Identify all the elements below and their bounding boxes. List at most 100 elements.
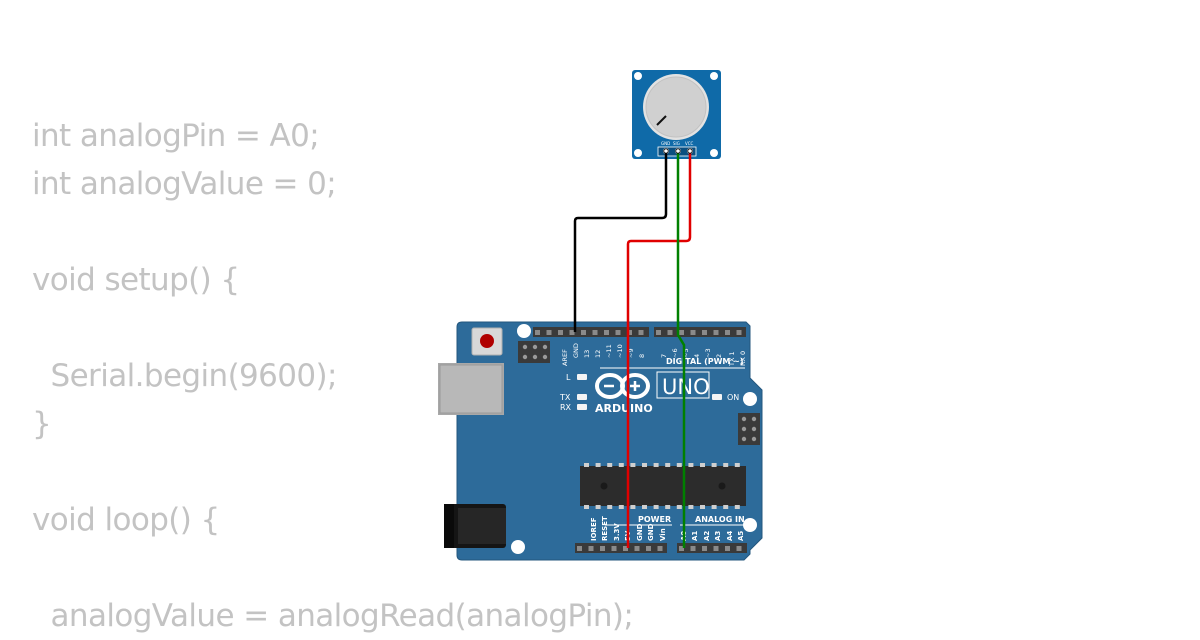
code-line: analogValue = analogRead(analogPin);: [32, 598, 634, 634]
pin-label: 7: [660, 354, 668, 358]
header-pin[interactable]: [679, 330, 684, 335]
header-pin[interactable]: [581, 330, 586, 335]
pin-label: IOREF: [590, 517, 598, 541]
header-pin[interactable]: [623, 546, 628, 551]
chip-leg: [723, 505, 729, 509]
header-pin[interactable]: [690, 330, 696, 335]
pin-label: ~5: [682, 348, 690, 358]
header-pin[interactable]: [638, 330, 644, 335]
header-pin[interactable]: [702, 330, 707, 335]
code-editor[interactable]: int analogPin = A0;int analogValue = 0;v…: [32, 112, 634, 640]
pin-label: TX 1: [728, 351, 736, 367]
header-pin[interactable]: [667, 330, 673, 335]
reset-button[interactable]: [471, 327, 503, 356]
code-line: void loop() {: [32, 502, 220, 538]
pin-label: AREF: [561, 349, 569, 366]
chip-leg: [676, 463, 682, 467]
digital-header-label: DIGITAL (PWM ~): [666, 357, 744, 366]
header-pin[interactable]: [558, 330, 563, 335]
svg-text:ON: ON: [727, 393, 739, 402]
header-pin[interactable]: [702, 546, 707, 551]
pin-label: A5: [737, 531, 745, 541]
header-pin[interactable]: [604, 330, 609, 335]
chip-leg: [607, 463, 613, 467]
chip-leg: [700, 463, 705, 467]
header-pin[interactable]: [569, 330, 575, 335]
chip-leg: [653, 463, 659, 467]
pin-label: ~10: [616, 344, 624, 358]
power-jack[interactable]: [444, 504, 506, 548]
pin-label: 13: [583, 350, 591, 358]
header-pin[interactable]: [634, 546, 640, 551]
pin-label: ~9: [627, 348, 635, 358]
pin-label: RX 0: [739, 351, 747, 366]
svg-text:L: L: [566, 373, 571, 382]
pin-label: ~3: [704, 348, 712, 358]
header-pin[interactable]: [657, 546, 663, 551]
mounting-hole: [511, 540, 525, 554]
header-pin[interactable]: [577, 546, 582, 551]
header-pin[interactable]: [546, 330, 552, 335]
chip-leg: [595, 463, 601, 467]
pin-label: A1: [691, 531, 699, 541]
chip-leg: [723, 463, 729, 467]
chip-leg: [700, 505, 705, 509]
header-pin[interactable]: [588, 546, 594, 551]
led-tx: TX: [559, 393, 587, 402]
code-line: }: [32, 406, 52, 442]
chip-leg: [618, 463, 624, 467]
header-pin[interactable]: [600, 546, 605, 551]
arduino-brand: ARDUINO: [595, 402, 653, 415]
wire-vcc[interactable]: [626, 151, 692, 548]
header-pin[interactable]: [656, 330, 661, 335]
mounting-hole: [634, 72, 642, 80]
sensor-pin-label: GND: [661, 141, 670, 146]
wire-signal[interactable]: [676, 151, 686, 548]
pin-label: RESET: [601, 516, 609, 541]
header-pin[interactable]: [736, 330, 742, 335]
power-header-label: POWER: [638, 515, 671, 524]
wire-gnd[interactable]: [573, 151, 668, 332]
code-line: Serial.begin(9600);: [32, 358, 338, 394]
chip-leg: [665, 505, 671, 509]
pin-label: ~6: [671, 348, 679, 358]
digital-header-left: [533, 327, 649, 337]
header-pin[interactable]: [611, 546, 617, 551]
pin-label: GND: [636, 523, 644, 541]
pin-label: GND: [572, 343, 580, 358]
mounting-hole: [710, 149, 718, 157]
chip-leg: [688, 505, 694, 509]
chip-leg: [653, 505, 659, 509]
header-pin[interactable]: [736, 546, 742, 551]
header-pin[interactable]: [627, 330, 632, 335]
digital-header-right: [654, 327, 746, 337]
pin-label: A4: [726, 531, 734, 541]
header-pin[interactable]: [679, 546, 684, 551]
code-line: void setup() {: [32, 262, 240, 298]
chip-leg: [584, 463, 589, 467]
potentiometer-knob-icon[interactable]: [643, 74, 709, 140]
header-pin[interactable]: [690, 546, 696, 551]
header-pin[interactable]: [725, 546, 730, 551]
pin-label: A2: [703, 531, 711, 541]
power-header: [575, 543, 667, 553]
header-pin[interactable]: [713, 330, 719, 335]
header-pin[interactable]: [535, 330, 540, 335]
chip-leg: [665, 463, 671, 467]
code-line: int analogValue = 0;: [32, 166, 337, 202]
usb-port[interactable]: [438, 363, 504, 415]
header-pin[interactable]: [725, 330, 730, 335]
chip-leg: [607, 505, 613, 509]
header-pin[interactable]: [713, 546, 719, 551]
chip-leg: [711, 463, 717, 467]
header-pin[interactable]: [592, 330, 598, 335]
pin-label: 2: [715, 354, 723, 358]
header-pin[interactable]: [615, 330, 621, 335]
svg-text:TX: TX: [559, 393, 571, 402]
chip-leg: [642, 463, 647, 467]
svg-text:RX: RX: [560, 403, 572, 412]
pin-label: A3: [714, 531, 722, 541]
header-pin[interactable]: [646, 546, 651, 551]
